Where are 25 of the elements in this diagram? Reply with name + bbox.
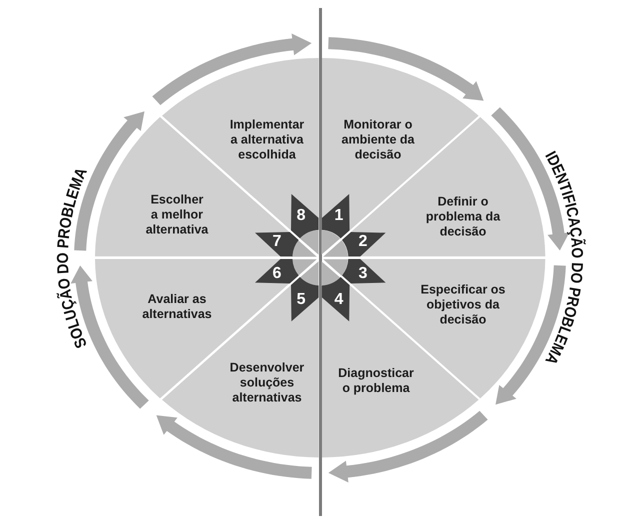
star-point bbox=[322, 277, 350, 322]
step-label: Diagnosticar o problema bbox=[338, 366, 414, 396]
step-number: 1 bbox=[334, 208, 344, 224]
step-label: Desenvolver soluções alternativas bbox=[230, 360, 304, 406]
step-label: Escolher a melhor alternativa bbox=[146, 192, 208, 238]
star-point bbox=[254, 259, 298, 284]
step-number: 7 bbox=[272, 234, 282, 250]
step-number: 4 bbox=[334, 292, 344, 308]
step-number: 6 bbox=[272, 266, 282, 282]
step-label: Monitorar o ambiente da decisão bbox=[342, 117, 414, 162]
step-label: Avaliar as alternativas bbox=[142, 292, 212, 322]
star-point bbox=[322, 194, 350, 238]
star-point bbox=[290, 194, 318, 238]
step-number: 3 bbox=[358, 266, 368, 282]
pie-sector bbox=[342, 117, 545, 257]
star-point bbox=[290, 277, 318, 322]
step-number: 5 bbox=[296, 292, 306, 308]
step-number: 2 bbox=[358, 234, 368, 250]
step-number: 8 bbox=[296, 208, 306, 224]
step-label: Especificar os objetivos da decisão bbox=[420, 282, 506, 328]
step-label: Implementar a alternativa escolhida bbox=[230, 117, 304, 162]
star-point bbox=[342, 232, 386, 257]
star-point bbox=[254, 232, 298, 257]
star-point bbox=[342, 259, 386, 284]
step-label: Definir o problema da decisão bbox=[426, 194, 500, 240]
